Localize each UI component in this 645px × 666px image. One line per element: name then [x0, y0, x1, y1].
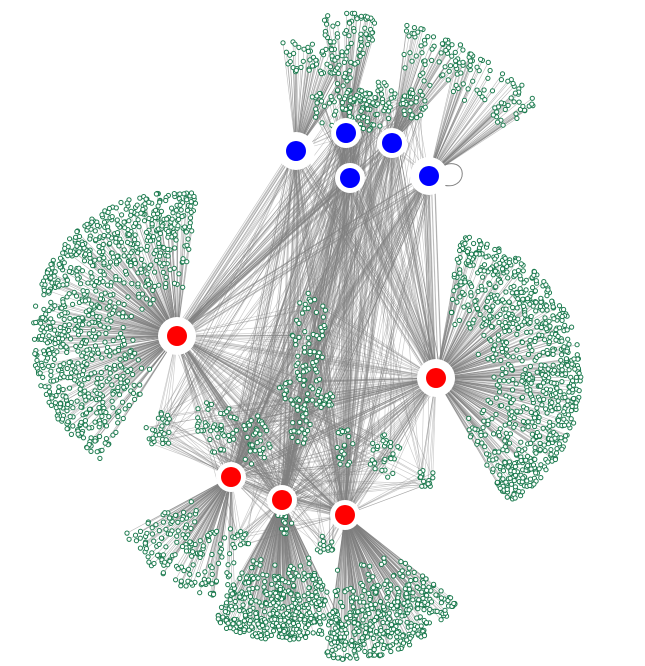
leaf-node-layer	[31, 10, 584, 662]
hub-node-blue-3[interactable]	[377, 128, 407, 158]
hub-node-blue-1[interactable]	[277, 132, 315, 170]
hub-node-layer	[158, 118, 455, 530]
hub-node-red-2[interactable]	[417, 359, 455, 397]
hub-node-red-1[interactable]	[158, 317, 196, 355]
hub-node-red-4[interactable]	[267, 485, 297, 515]
hub-node-blue-2[interactable]	[331, 118, 361, 148]
hub-node-blue-4[interactable]	[335, 163, 365, 193]
hub-edge-layer	[170, 126, 463, 521]
hub-node-red-5[interactable]	[330, 500, 360, 530]
hub-node-blue-5[interactable]	[410, 157, 448, 195]
hub-node-red-3[interactable]	[216, 462, 246, 492]
self-loop-edge	[437, 163, 463, 187]
